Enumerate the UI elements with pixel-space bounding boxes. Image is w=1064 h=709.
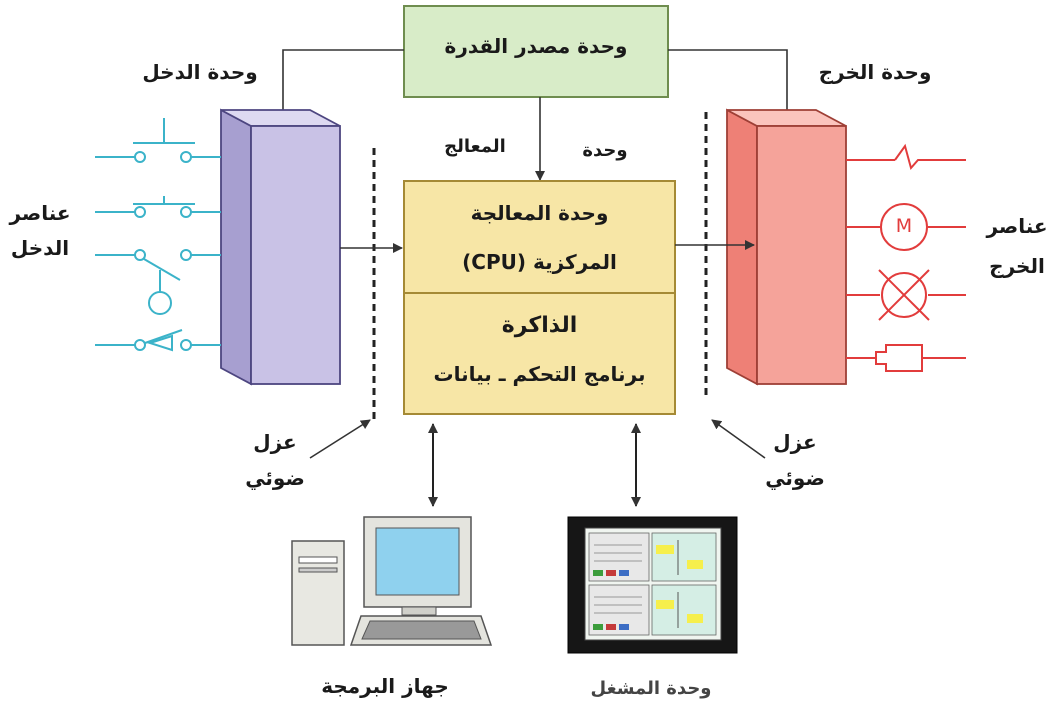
input-switch-symbols [95, 118, 221, 352]
motor-letter: M [895, 215, 913, 237]
output-unit-box [726, 108, 847, 386]
processor-word2-label: المعالج [444, 136, 506, 157]
operator-panel-icon [567, 516, 738, 654]
cpu-box [403, 180, 676, 294]
memory-label-line2: برنامج التحكم ـ بيانات [433, 362, 646, 386]
isolation-left-line2: ضوئي [245, 466, 305, 490]
input-elements-line2: الدخل [10, 236, 70, 260]
processor-word1-label: وحدة [582, 140, 628, 161]
memory-label-line1: الذاكرة [501, 313, 578, 338]
cpu-label-line1: وحدة المعالجة [470, 201, 609, 225]
input-unit-label: وحدة الدخل [142, 60, 258, 84]
power-lines [278, 49, 792, 181]
signal-arrows [309, 240, 766, 459]
input-unit-box [220, 108, 341, 386]
cpu-label-line2: المركزية (CPU) [462, 250, 617, 274]
power-supply-label: وحدة مصدر القدرة [444, 34, 628, 58]
output-elements-line1: عناصر [986, 214, 1048, 238]
output-load-symbols [846, 143, 966, 372]
memory-box [403, 292, 676, 415]
programming-device-label: جهاز البرمجة [321, 674, 449, 698]
input-elements-line1: عناصر [9, 201, 71, 225]
output-unit-label: وحدة الخرج [818, 60, 932, 84]
bidirectional-arrows [428, 423, 641, 507]
isolation-right-line2: ضوئي [765, 466, 825, 490]
isolation-left-line1: عزل [253, 430, 297, 454]
output-elements-line2: الخرج [989, 254, 1045, 278]
isolation-right-line1: عزل [773, 430, 817, 454]
programming-computer-icon [291, 516, 493, 646]
operator-unit-label: وحدة المشغل [590, 678, 712, 699]
power-supply-box [403, 5, 669, 98]
